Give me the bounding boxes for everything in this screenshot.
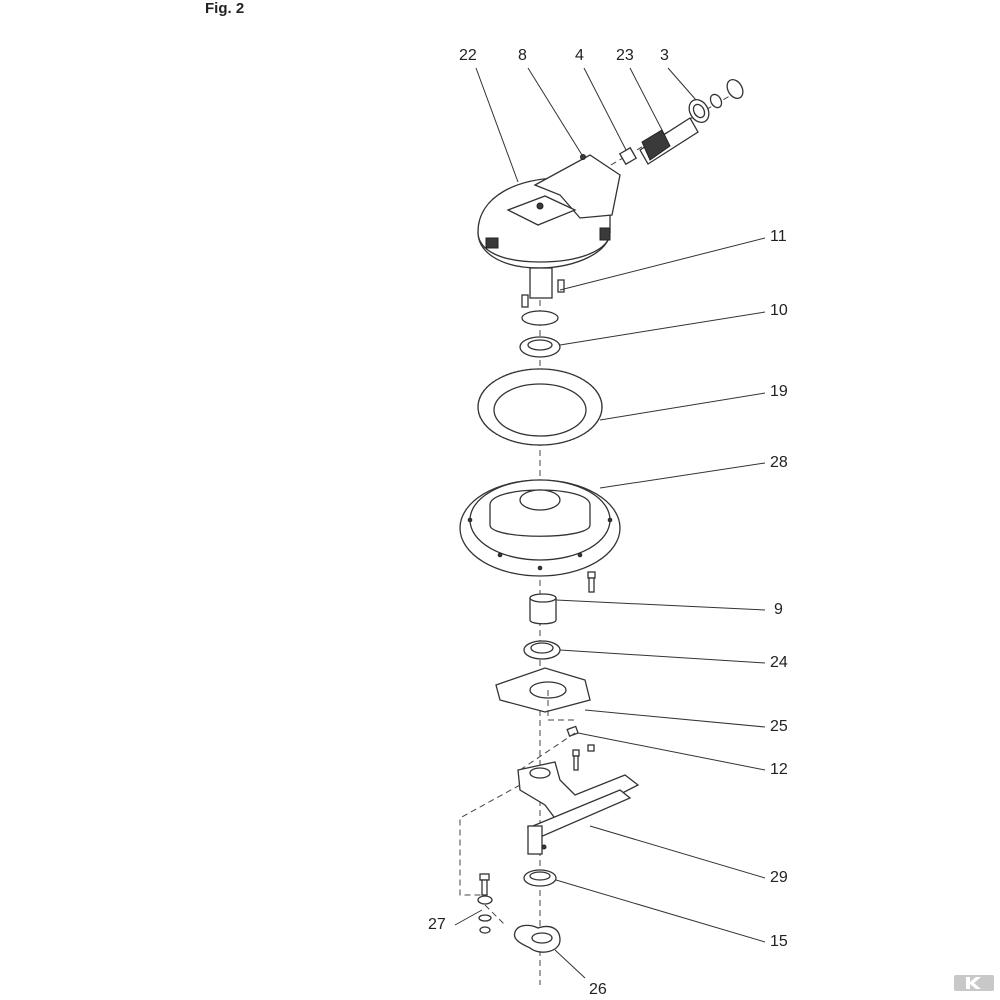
leader-9: [555, 599, 766, 611]
leader-15: [555, 879, 766, 943]
part-26-cover: [513, 924, 561, 953]
leader-24: [559, 649, 766, 664]
label-10: 10: [770, 302, 788, 319]
part-19-ring-gear: [477, 368, 603, 446]
label-22: 22: [459, 47, 477, 64]
label-9: 9: [774, 601, 783, 618]
part-24-bearing: [523, 640, 561, 660]
label-26: 26: [589, 981, 607, 998]
leader-22: [475, 67, 519, 183]
part-22-housing: [477, 154, 621, 299]
label-29: 29: [770, 869, 788, 886]
part-23-pinion: [639, 117, 699, 165]
leader-23: [629, 67, 663, 131]
leader-4: [583, 67, 627, 151]
leader-10: [559, 311, 766, 346]
leader-12: [577, 732, 766, 771]
label-28: 28: [770, 454, 788, 471]
label-4: 4: [575, 47, 584, 64]
part-10-bearing: [519, 310, 561, 358]
leader-26: [554, 949, 586, 979]
leader-29: [589, 825, 766, 879]
part-25-housing: [495, 667, 591, 713]
part-12-clip: [566, 725, 579, 737]
label-27: 27: [428, 916, 446, 933]
part-3-bearing: [688, 79, 744, 123]
leader-3: [667, 67, 697, 101]
assembly-dash-2: [519, 732, 576, 771]
label-11: 11: [770, 228, 787, 245]
assembly-dash-1: [547, 690, 575, 721]
part-11-key-a: [521, 294, 529, 308]
part-29-arm: [517, 761, 640, 855]
figure-title: Fig. 2: [205, 0, 245, 17]
part-4-nut: [618, 146, 638, 166]
assembly-dash-4: [484, 904, 506, 926]
assembly-dash-3: [459, 784, 521, 896]
label-3: 3: [660, 47, 669, 64]
part-15-seal: [523, 869, 557, 887]
part-11-key-b: [557, 279, 565, 293]
leader-27: [454, 909, 483, 926]
label-23: 23: [616, 47, 634, 64]
part-29-bolts: [572, 744, 595, 771]
part-27-bolt: [477, 873, 493, 934]
part-9-bushing: [529, 593, 557, 625]
leader-28: [599, 462, 766, 489]
part-28-base-plate: [459, 479, 621, 577]
leader-19: [599, 392, 766, 421]
label-12: 12: [770, 761, 788, 778]
brand-logo-icon: [954, 975, 994, 991]
label-8: 8: [518, 47, 527, 64]
label-24: 24: [770, 654, 788, 671]
leader-11: [559, 237, 766, 291]
part-28-bolt: [587, 571, 596, 593]
leader-8: [527, 67, 583, 156]
leader-25: [584, 709, 766, 728]
label-15: 15: [770, 933, 788, 950]
part-8: [580, 154, 586, 160]
label-25: 25: [770, 718, 788, 735]
label-19: 19: [770, 383, 788, 400]
